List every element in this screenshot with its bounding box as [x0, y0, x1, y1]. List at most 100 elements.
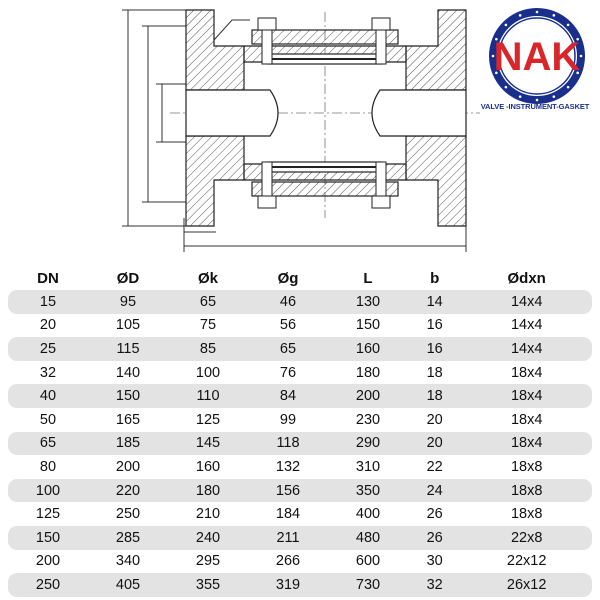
table-cell: 65 — [168, 290, 248, 314]
logo-text: NAK — [494, 35, 581, 79]
table-cell: 200 — [328, 384, 408, 408]
table-cell: 14x4 — [461, 290, 592, 314]
table-cell: 125 — [195, 411, 221, 428]
table-cell: 32 — [39, 364, 57, 381]
table-cell: 95 — [88, 290, 168, 314]
table-cell: 25 — [8, 337, 88, 361]
table-cell: 310 — [355, 458, 381, 475]
table-cell: 32 — [408, 573, 462, 597]
logo-dot — [518, 14, 522, 17]
table-cell: 14x4 — [510, 317, 543, 334]
column-header: DN — [37, 269, 59, 287]
bolts — [257, 17, 391, 209]
table-cell: 145 — [168, 431, 248, 456]
column-header: Øg — [277, 269, 299, 287]
table-cell: 18x4 — [510, 364, 543, 381]
table-cell: 18 — [408, 384, 462, 408]
column-header: Øk — [197, 269, 218, 287]
table-cell: 184 — [275, 506, 301, 523]
table-cell: 220 — [88, 478, 168, 503]
table-cell: 18x4 — [461, 384, 592, 408]
table-cell: 400 — [355, 506, 381, 523]
table-cell: 65 — [248, 337, 328, 361]
logo-dot — [495, 37, 498, 41]
table-cell: 14x4 — [461, 337, 592, 361]
table-cell: 600 — [355, 553, 381, 570]
table-cell: 76 — [279, 364, 297, 381]
table-cell: 22x8 — [461, 525, 592, 550]
table-cell: 100 — [195, 364, 221, 381]
table-cell: 110 — [168, 384, 248, 408]
table-cell: 480 — [328, 525, 408, 550]
table-cell: 22x12 — [506, 553, 547, 570]
logo-dot — [504, 85, 508, 89]
table-cell: 20 — [39, 317, 57, 334]
table-cell: 285 — [88, 525, 168, 550]
logo-dot — [566, 85, 570, 89]
table-cell: 130 — [328, 290, 408, 314]
table-cell: 160 — [195, 458, 221, 475]
table-cell: 250 — [115, 506, 141, 523]
column-header: b — [430, 269, 440, 287]
table-cell: 30 — [426, 553, 443, 570]
table-cell: 20 — [408, 431, 462, 456]
column-header: ØD — [116, 269, 140, 287]
nak-logo: NAK — [489, 8, 585, 104]
logo-caption: VALVE -INSTRUMENT-GASKET — [480, 102, 590, 111]
right-flange — [371, 9, 467, 227]
table-cell: 18x4 — [510, 411, 543, 428]
table-cell: 18x4 — [461, 431, 592, 456]
table-cell: 266 — [275, 553, 301, 570]
column-header: Ødxn — [507, 269, 546, 287]
table-cell: 180 — [355, 364, 381, 381]
table-cell: 156 — [248, 478, 328, 503]
table-cell: 210 — [195, 506, 221, 523]
table-cell: 24 — [408, 478, 462, 503]
table-cell: 200 — [35, 553, 61, 570]
table-cell: 290 — [328, 431, 408, 456]
logo-dot — [552, 14, 556, 17]
table-cell: 40 — [8, 384, 88, 408]
table-cell: 118 — [248, 431, 328, 456]
table-cell: 150 — [355, 317, 381, 334]
table-cell: 405 — [88, 573, 168, 597]
table-cell: 18 — [426, 364, 443, 381]
logo-dot — [576, 37, 579, 41]
table-cell: 350 — [328, 478, 408, 503]
table-cell: 50 — [39, 411, 57, 428]
logo-dot — [495, 71, 498, 75]
table-cell: 140 — [115, 364, 141, 381]
table-cell: 65 — [8, 431, 88, 456]
table-cell: 100 — [8, 478, 88, 503]
table-cell: 125 — [35, 506, 61, 523]
table-cell: 165 — [115, 411, 141, 428]
table-cell: 132 — [275, 458, 301, 475]
logo-dot — [566, 23, 570, 27]
table-cell: 80 — [39, 458, 57, 475]
table-cell: 355 — [168, 573, 248, 597]
table-cell: 18x8 — [510, 458, 543, 475]
table-cell: 295 — [195, 553, 221, 570]
table-cell: 26x12 — [461, 573, 592, 597]
table-cell: 14 — [408, 290, 462, 314]
logo-dot — [579, 54, 583, 58]
table-cell: 16 — [408, 337, 462, 361]
logo-dot — [491, 54, 495, 58]
table-cell: 22 — [426, 458, 443, 475]
table-cell: 20 — [426, 411, 443, 428]
table-cell: 211 — [248, 525, 328, 550]
table-cell: 115 — [88, 337, 168, 361]
table-cell: 730 — [328, 573, 408, 597]
table-cell: 56 — [279, 317, 297, 334]
logo-dot — [504, 23, 508, 27]
